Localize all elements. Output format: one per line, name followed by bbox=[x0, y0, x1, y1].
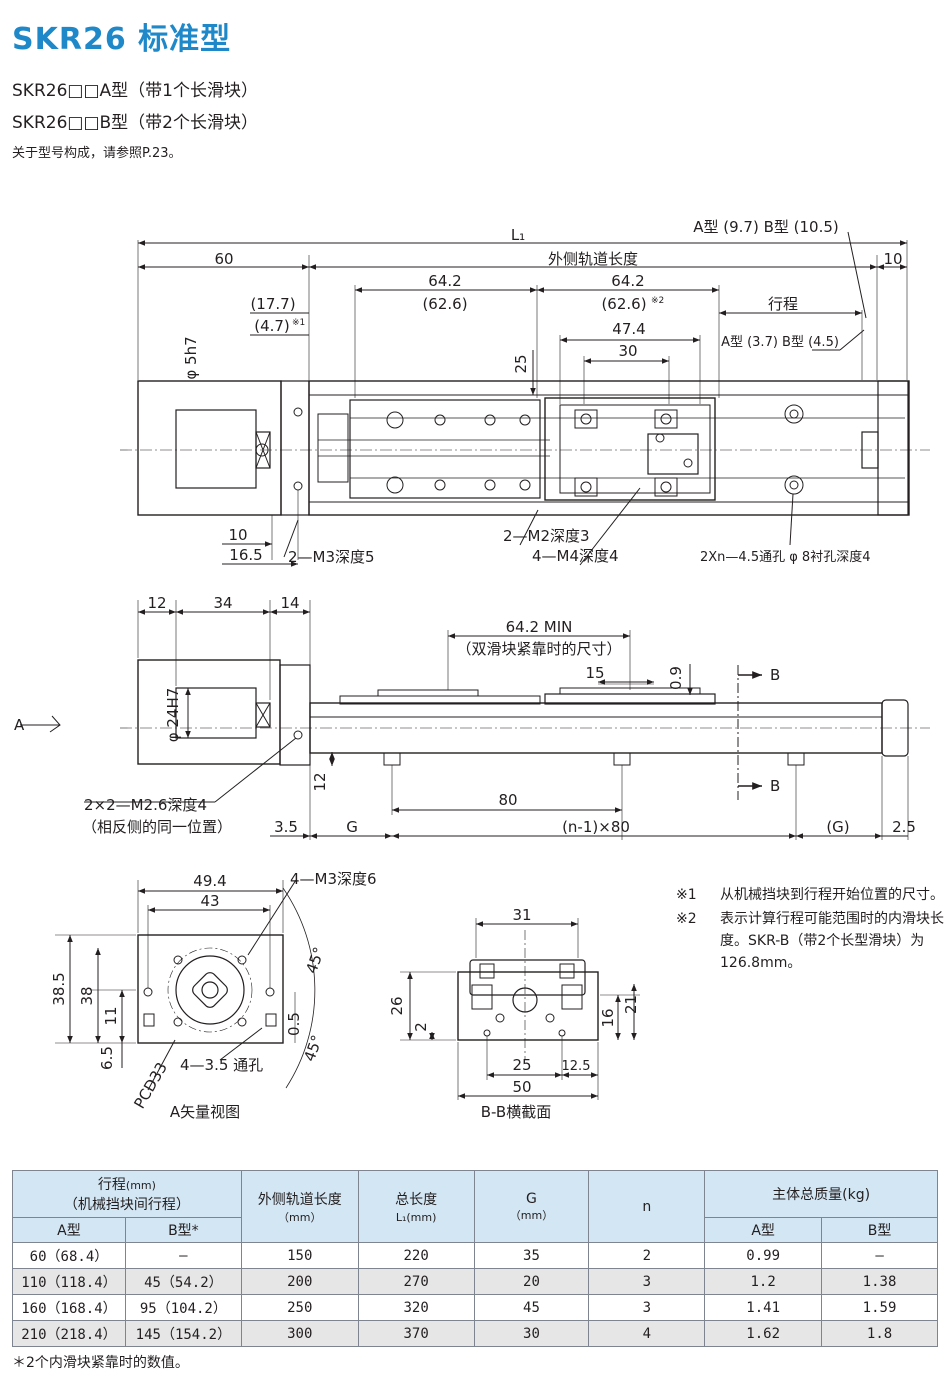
header-G: G（mm） bbox=[473, 1170, 590, 1243]
bb-section-caption: B-B横截面 bbox=[481, 1103, 551, 1121]
dim-17-7: (17.7) bbox=[250, 295, 295, 313]
model-line-a: SKR26□□A型（带1个长滑块） bbox=[12, 81, 258, 101]
header-mass: 主体总质量(kg) bbox=[704, 1170, 938, 1218]
dim-64-2-right: 64.2 bbox=[611, 272, 644, 290]
dim-38-5: 38.5 bbox=[50, 972, 68, 1005]
rail-length-label: 外侧轨道长度 bbox=[548, 250, 638, 268]
dim-21: 21 bbox=[622, 995, 640, 1014]
dim-4-7: (4.7) bbox=[254, 317, 290, 335]
header-type-a: A型 bbox=[12, 1217, 126, 1243]
dim-80: 80 bbox=[498, 791, 517, 809]
header-rail: 外侧轨道长度（mm） bbox=[240, 1170, 359, 1243]
through-hole-3-5: 4—3.5 通孔 bbox=[180, 1056, 263, 1074]
note-1-text: 从机械挡块到行程开始位置的尺寸。 bbox=[720, 887, 944, 903]
dim-16-5: 16.5 bbox=[229, 546, 262, 564]
dim-L1: L₁ bbox=[511, 226, 525, 244]
header-type-b: B型* bbox=[124, 1217, 242, 1243]
m3-depth5: 2—M3深度5 bbox=[288, 548, 375, 566]
dim-n-minus-1: (n-1)×80 bbox=[562, 818, 630, 836]
through-holes: 2Xn—4.5通孔 φ 8衬孔深度4 bbox=[700, 549, 870, 565]
dim-11: 11 bbox=[102, 1006, 120, 1025]
technical-drawing: L₁ 60 外侧轨道长度 10 64.2 (62.6) 64.2 (62.6) … bbox=[14, 218, 930, 1121]
dim-30: 30 bbox=[618, 342, 637, 360]
side-view bbox=[20, 600, 930, 840]
dim-31: 31 bbox=[512, 906, 531, 924]
dim-25-bb: 25 bbox=[512, 1056, 531, 1074]
note-2: ※2 表示计算行程可能范围时的内滑块长度。SKR-B（带2个长型滑块）为126.… bbox=[676, 908, 946, 974]
dim-10-right: 10 bbox=[883, 250, 902, 268]
header-mass-b: B型 bbox=[821, 1217, 938, 1243]
dim-0-9: 0.9 bbox=[667, 666, 685, 690]
note-2-mark: ※2 bbox=[676, 911, 697, 927]
double-slider-note: （双滑块紧靠时的尺寸） bbox=[456, 640, 621, 658]
note-2-text: 表示计算行程可能范围时的内滑块长度。SKR-B（带2个长型滑块）为126.8mm… bbox=[720, 911, 944, 971]
a-view bbox=[55, 879, 316, 1091]
model-line-b: SKR26□□B型（带2个长滑块） bbox=[12, 113, 258, 133]
m2-6-depth4: 2×2—M2.6深度4 bbox=[84, 796, 207, 814]
page-title: SKR26 标准型 bbox=[12, 22, 232, 57]
table-footnote: ＊2个内滑块紧靠时的数值。 bbox=[12, 1355, 189, 1371]
dim-12-5: 12.5 bbox=[562, 1059, 591, 1074]
dim-14: 14 bbox=[280, 594, 299, 612]
dim-50: 50 bbox=[512, 1078, 531, 1096]
dim-12-vertical: 12 bbox=[311, 772, 329, 791]
dim-G-paren: (G) bbox=[826, 818, 849, 836]
a-view-caption: A矢量视图 bbox=[170, 1103, 240, 1121]
dim-16: 16 bbox=[599, 1008, 617, 1027]
dim-2: 2 bbox=[412, 1022, 430, 1032]
note-1: ※1 从机械挡块到行程开始位置的尺寸。 bbox=[676, 884, 946, 906]
dim-phi5h7: φ 5h7 bbox=[182, 336, 200, 379]
bb-section bbox=[400, 918, 640, 1100]
section-b-bottom: B bbox=[770, 777, 780, 795]
angle-45-bottom: 45° bbox=[300, 1033, 326, 1064]
dim-43: 43 bbox=[200, 892, 219, 910]
angle-45-top: 45° bbox=[302, 945, 328, 976]
dim-60: 60 bbox=[214, 250, 233, 268]
dim-0-5: 0.5 bbox=[285, 1012, 303, 1036]
dim-phi24h7: φ 24H7 bbox=[164, 688, 182, 743]
top-view bbox=[120, 231, 930, 567]
m4-depth4: 4—M4深度4 bbox=[532, 547, 619, 565]
note2-mark: ※2 bbox=[651, 296, 664, 306]
dim-10-bottom: 10 bbox=[228, 526, 247, 544]
same-position-note: （相反侧的同一位置） bbox=[82, 818, 232, 836]
dim-15: 15 bbox=[585, 664, 604, 682]
view-a-marker: A bbox=[14, 716, 25, 734]
note1-mark: ※1 bbox=[292, 318, 305, 328]
section-b-top: B bbox=[770, 666, 780, 684]
stroke-label: 行程 bbox=[768, 295, 798, 313]
m3-depth6: 4—M3深度6 bbox=[290, 870, 377, 888]
dim-62-6-left: (62.6) bbox=[422, 295, 467, 313]
m2-depth3: 2—M2深度3 bbox=[503, 527, 590, 545]
dim-3-5: 3.5 bbox=[274, 818, 298, 836]
dim-2-5: 2.5 bbox=[892, 818, 916, 836]
header-mass-a: A型 bbox=[704, 1217, 823, 1243]
dim-25-top: 25 bbox=[512, 354, 530, 373]
dim-62-6-right: (62.6) bbox=[601, 295, 646, 313]
dim-G: G bbox=[346, 818, 358, 836]
dim-49-4: 49.4 bbox=[193, 872, 226, 890]
note-1-mark: ※1 bbox=[676, 887, 697, 903]
notes: ※1 从机械挡块到行程开始位置的尺寸。 ※2 表示计算行程可能范围时的内滑块长度… bbox=[676, 884, 946, 974]
type-ab-top: A型 (9.7) B型 (10.5) bbox=[693, 218, 839, 236]
type-ab-small: A型 (3.7) B型 (4.5) bbox=[721, 335, 839, 350]
header-stroke: 行程(mm) （机械挡块间行程） bbox=[12, 1170, 242, 1218]
dim-12: 12 bbox=[147, 594, 166, 612]
reference-note: 关于型号构成，请参照P.23。 bbox=[12, 146, 182, 161]
pcd33: PCD33 bbox=[130, 1059, 171, 1111]
dim-38: 38 bbox=[78, 986, 96, 1005]
dim-26: 26 bbox=[388, 996, 406, 1015]
dim-47-4: 47.4 bbox=[612, 320, 645, 338]
dim-64-2-min: 64.2 MIN bbox=[506, 618, 573, 636]
dim-64-2-left: 64.2 bbox=[428, 272, 461, 290]
dim-6-5: 6.5 bbox=[98, 1046, 116, 1070]
dim-34: 34 bbox=[213, 594, 232, 612]
header-n: n bbox=[588, 1170, 706, 1243]
